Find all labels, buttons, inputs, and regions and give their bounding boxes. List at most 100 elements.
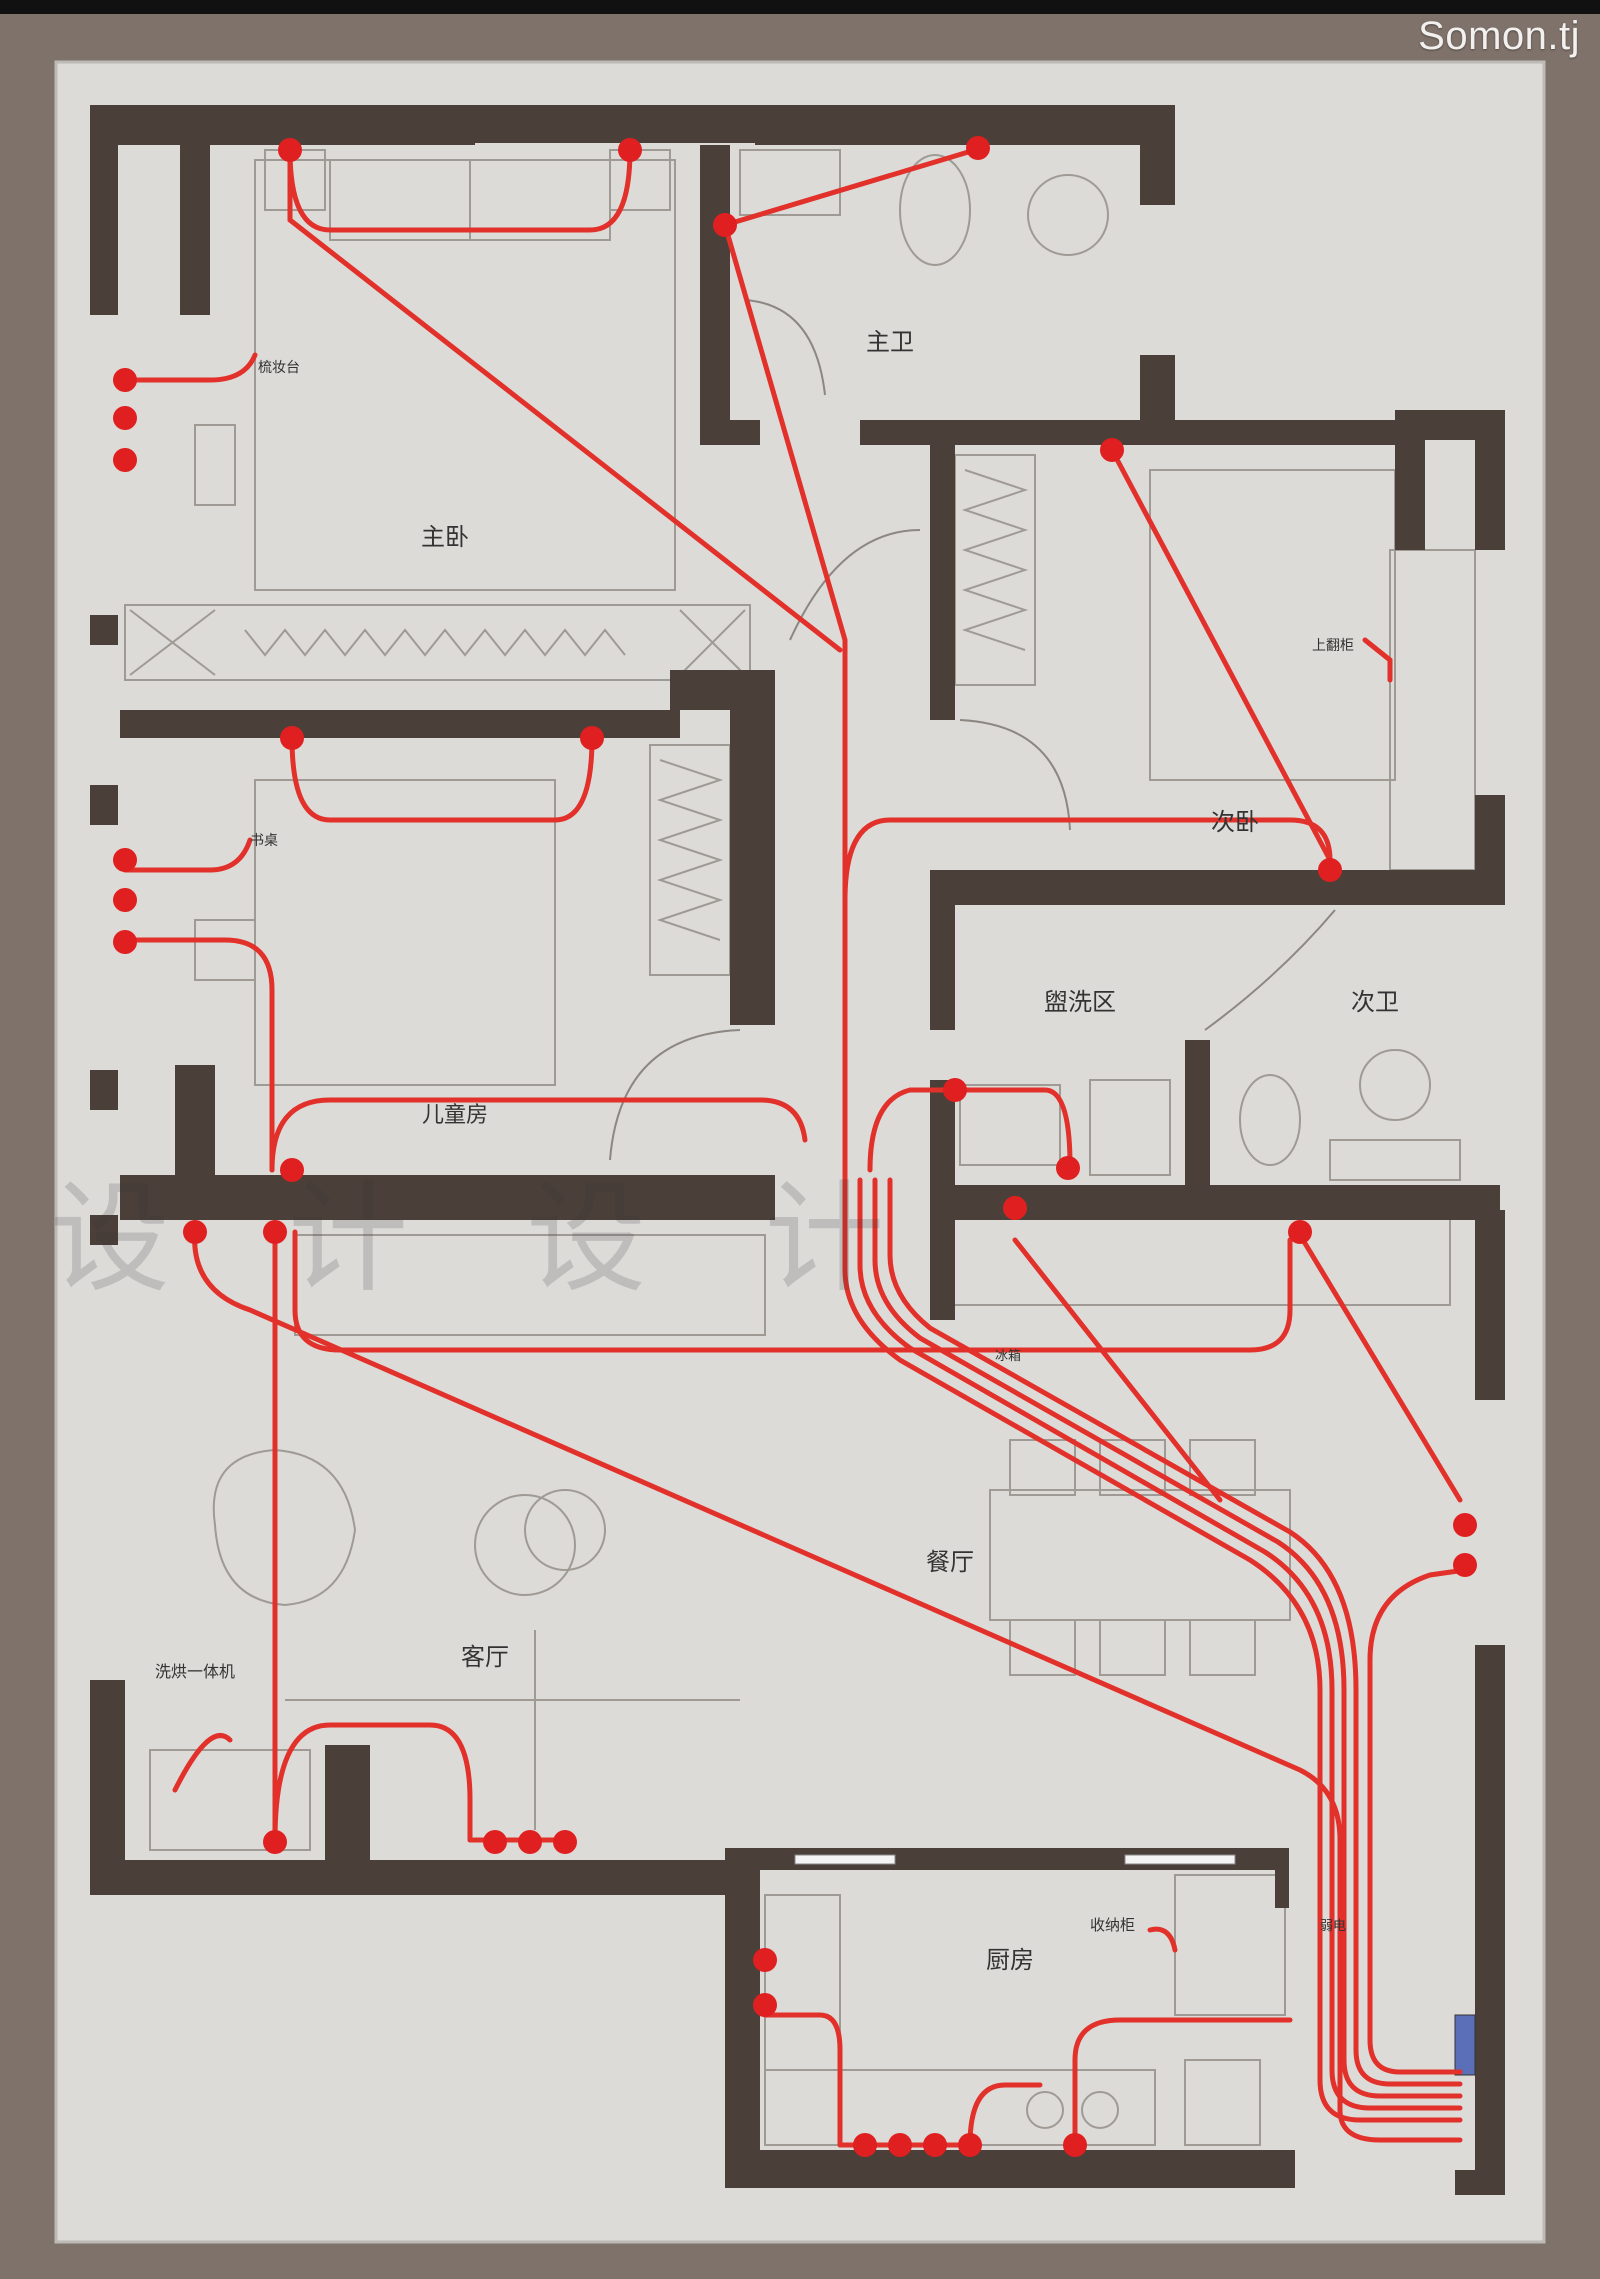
label-upper-cabinet: 上翻柜	[1312, 638, 1354, 654]
wall	[180, 105, 475, 145]
furniture-layer	[124, 149, 1476, 2146]
wire	[857, 1177, 1463, 2111]
wire	[872, 1177, 1463, 2099]
door-arc	[959, 719, 1071, 831]
room-label-living-room: 客厅	[461, 1643, 509, 1671]
socket	[580, 726, 604, 750]
socket	[753, 1993, 777, 2017]
site-watermark: Somon.tj	[1418, 14, 1580, 58]
wardrobe-cross	[679, 609, 746, 676]
utility-box	[1454, 2014, 1476, 2076]
socket	[1288, 1220, 1312, 1244]
wall	[700, 145, 730, 445]
socket	[923, 2133, 947, 2157]
wall	[1475, 795, 1505, 905]
wire	[887, 1177, 1463, 2087]
child-wardrobe-hangers	[656, 759, 724, 941]
room-labels: 主卧 主卫 次卧 次卫 盥洗区 儿童房 客厅 餐厅 厨房	[421, 328, 1399, 1974]
wire	[289, 735, 595, 823]
wall	[930, 905, 955, 1030]
second-toilet	[1239, 1074, 1301, 1166]
wire	[122, 837, 253, 873]
stove-burner	[1081, 2091, 1119, 2129]
wall	[1275, 1848, 1289, 1908]
plan-border	[54, 60, 1546, 2244]
door-arc	[1204, 909, 1336, 1031]
socket	[553, 1830, 577, 1854]
socket	[853, 2133, 877, 2157]
wall	[90, 1860, 755, 1895]
socket	[1056, 1156, 1080, 1180]
window	[794, 1854, 896, 1865]
wire	[842, 817, 1333, 903]
wall	[1395, 410, 1425, 550]
room-label-master-bedroom: 主卧	[421, 523, 469, 551]
socket	[966, 136, 990, 160]
wall	[90, 1215, 118, 1245]
wash-cabinet	[1089, 1079, 1171, 1176]
wall	[325, 1745, 370, 1895]
room-label-second-bath: 次卫	[1351, 988, 1399, 1016]
room-label-dining-room: 餐厅	[926, 1548, 974, 1576]
master-wardrobe	[124, 604, 751, 681]
wall	[930, 870, 1500, 905]
wire	[287, 147, 633, 233]
wall	[90, 1680, 125, 1895]
socket	[518, 1830, 542, 1854]
wall	[1140, 105, 1175, 205]
socket	[113, 848, 137, 872]
dining-chair	[1009, 1619, 1076, 1676]
wall	[725, 2150, 1295, 2188]
stove-burner	[1026, 2091, 1064, 2129]
second-wardrobe-hangers	[961, 469, 1029, 651]
socket	[113, 368, 137, 392]
label-washer-dryer: 洗烘一体机	[155, 1662, 235, 1681]
wall	[755, 105, 1175, 145]
socket	[263, 1220, 287, 1244]
room-label-children-room: 儿童房	[422, 1103, 488, 1128]
socket	[183, 1220, 207, 1244]
wall	[1475, 410, 1505, 550]
wire	[842, 1177, 1463, 2123]
room-label-master-bath: 主卫	[866, 328, 914, 356]
wall	[730, 670, 775, 1025]
label-desk: 书桌	[250, 833, 278, 849]
wash-basin	[959, 1084, 1061, 1166]
wire	[1072, 2017, 1293, 2148]
wire	[292, 1229, 1293, 1353]
wire	[192, 1227, 1463, 2143]
wire	[1367, 1567, 1468, 2075]
wire	[1362, 637, 1393, 683]
wire	[172, 1733, 233, 1793]
vanity-table	[194, 424, 236, 506]
label-storage-cabinet: 收纳柜	[1090, 1916, 1135, 1934]
wall	[475, 105, 755, 143]
master-wardrobe-hangers	[244, 628, 626, 657]
socket	[280, 1158, 304, 1182]
sockets	[113, 136, 1477, 2157]
dining-chair	[1189, 1619, 1256, 1676]
windows	[794, 1854, 1236, 1865]
socket	[1003, 1196, 1027, 1220]
socket	[753, 1948, 777, 1972]
socket	[888, 2133, 912, 2157]
master-toilet	[899, 154, 971, 266]
second-bed	[1149, 469, 1396, 781]
socket	[1453, 1513, 1477, 1537]
wire	[269, 1097, 808, 1173]
wall	[1475, 1210, 1505, 1400]
second-shower	[1359, 1049, 1431, 1121]
door-arc	[744, 299, 826, 396]
socket	[113, 448, 137, 472]
wire	[1109, 447, 1333, 863]
wire	[762, 2012, 843, 2148]
wire	[867, 1087, 958, 1173]
wire	[967, 2082, 1043, 2148]
bath-sink	[739, 149, 841, 216]
socket	[113, 888, 137, 912]
wire	[287, 147, 843, 653]
window	[1124, 1854, 1236, 1865]
label-utility: 弱电	[1320, 1919, 1346, 1934]
socket	[958, 2133, 982, 2157]
wire	[1147, 1926, 1178, 1953]
